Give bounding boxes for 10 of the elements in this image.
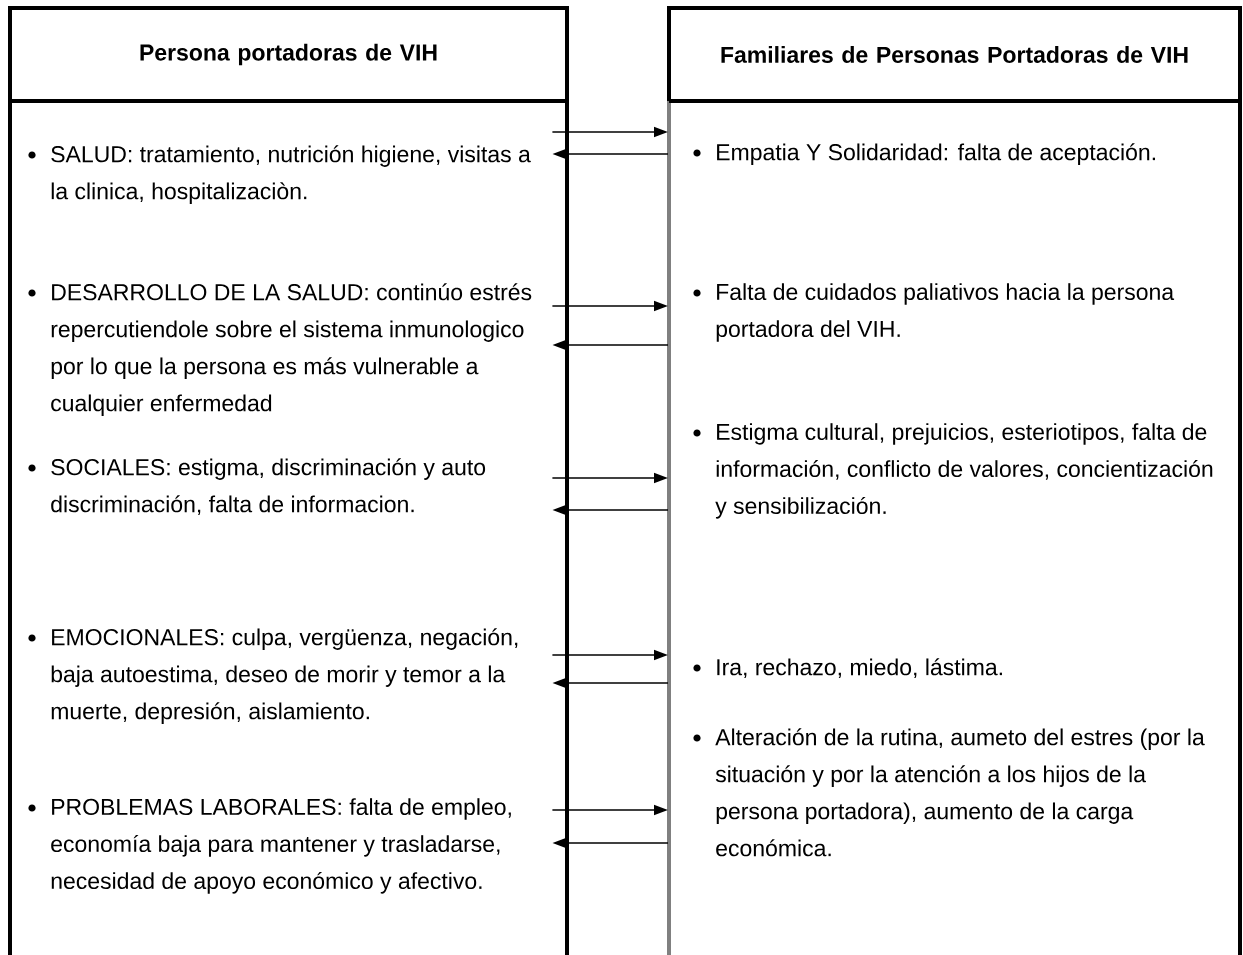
bullet-item: Falta de cuidados paliativos hacia la persona portadora del VIH. <box>693 283 1175 342</box>
bullet-item: Empatia Y Solidaridad: falta de aceptación. <box>693 143 1155 165</box>
bullet-item: SOCIALES: estigma, discriminación y auto discriminación, falta de informacion. <box>28 458 486 516</box>
bullet-item: Ira, rechazo, miedo, lástima. <box>693 658 1002 679</box>
bullet-item: SALUD: tratamiento, nutrición higiene, visitas a la clinica, hospitalizaciòn. <box>28 145 531 204</box>
bullet-item: EMOCIONALES: culpa, vergüenza, negación, baja autoestima, deseo de morir y temor a la muerte, depresión, aislamiento. <box>28 628 518 724</box>
bullet-item: Alteración de la rutina, aumeto del estres (por la situación y por la atención a los hijos de la persona portadora), aumento de la carga económica. <box>693 728 1205 857</box>
bullet-item: DESARROLLO DE LA SALUD: continúo estrés repercutiendole sobre el sistema inmunologico por lo que la persona es más vulnerable a cualquier enfermedad <box>28 283 532 416</box>
bullet-item: PROBLEMAS LABORALES: falta de empleo, economía baja para mantener y trasladarse, necesidad de apoyo económico y afectivo. <box>28 798 511 894</box>
bullet-item: Estigma cultural, prejuicios, esteriotipos, falta de información, conflicto de valores, concientización y sensibilización. <box>693 423 1213 519</box>
